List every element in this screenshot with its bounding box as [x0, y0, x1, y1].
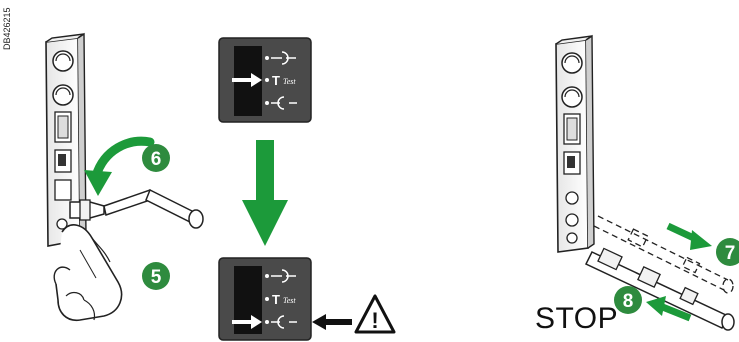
- step-badge-6: 6: [142, 144, 170, 172]
- stop-pointer-arrow: [312, 314, 352, 330]
- left-test-plug: [69, 188, 204, 229]
- svg-text:7: 7: [725, 243, 736, 264]
- svg-text:T: T: [272, 292, 280, 307]
- hand-illustration: [53, 224, 123, 322]
- step-badge-8: 8: [614, 286, 642, 314]
- step-badge-7: 7: [716, 238, 739, 266]
- left-terminal-strip: [45, 32, 87, 247]
- step-badge-5: 5: [142, 262, 170, 290]
- svg-text:T: T: [272, 73, 280, 88]
- warning-icon: !: [354, 294, 396, 334]
- solid-test-plug: [584, 247, 735, 331]
- panel-top: T Test: [218, 37, 312, 123]
- svg-text:8: 8: [623, 291, 634, 312]
- svg-text:6: 6: [151, 149, 162, 170]
- insert-arrow: [666, 222, 712, 250]
- right-terminal-strip: [555, 34, 595, 253]
- svg-text:5: 5: [151, 267, 162, 288]
- rotate-arrow: [84, 136, 155, 196]
- extract-arrow: [646, 296, 692, 322]
- dashed-test-plug: [593, 215, 734, 294]
- svg-text:Test: Test: [283, 77, 296, 86]
- svg-text:!: !: [371, 308, 378, 333]
- stop-label: STOP: [535, 302, 619, 335]
- panel-bottom: T Test: [218, 257, 312, 341]
- svg-text:Test: Test: [283, 296, 296, 305]
- down-arrow: [242, 140, 288, 246]
